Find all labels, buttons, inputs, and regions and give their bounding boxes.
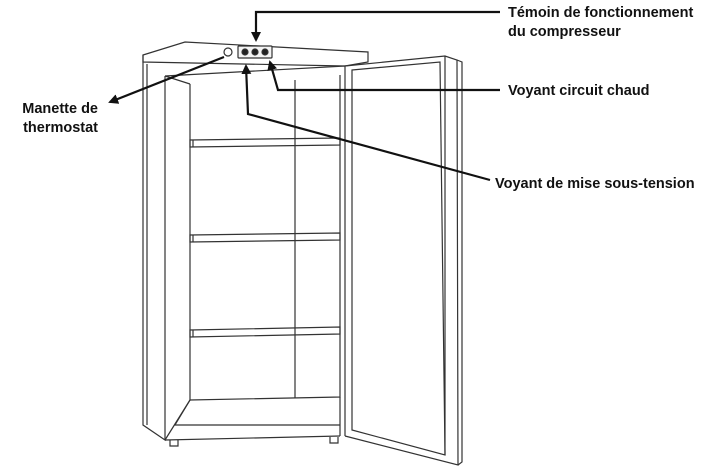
shelf-3	[189, 326, 341, 338]
callout-compressor	[251, 10, 500, 42]
callout-lines	[108, 10, 500, 182]
refrigerator-cabinet	[142, 41, 369, 447]
label-compressor-line1: Témoin de fonctionnement	[508, 5, 694, 21]
callout-power	[241, 64, 491, 182]
label-thermostat-line2: thermostat	[23, 120, 98, 136]
hot-circuit-indicator-icon	[261, 48, 269, 56]
callout-hot-circuit	[267, 60, 500, 92]
label-compressor-indicator: Témoin de fonctionnement du compresseur	[508, 4, 693, 42]
label-compressor-line2: du compresseur	[508, 24, 621, 40]
label-thermostat-line1: Manette de	[22, 101, 98, 117]
open-door	[344, 55, 463, 466]
shelf-2	[189, 232, 341, 243]
control-panel	[223, 45, 273, 59]
shelf-1	[189, 137, 341, 148]
compressor-indicator-icon	[251, 48, 259, 56]
power-indicator-icon	[241, 48, 249, 56]
callout-thermostat	[108, 55, 225, 104]
label-hot-circuit-indicator: Voyant circuit chaud	[508, 83, 650, 99]
thermostat-knob-icon	[223, 47, 233, 57]
label-power-indicator: Voyant de mise sous-tension	[495, 176, 695, 192]
label-thermostat-knob: Manette de thermostat	[8, 100, 98, 138]
